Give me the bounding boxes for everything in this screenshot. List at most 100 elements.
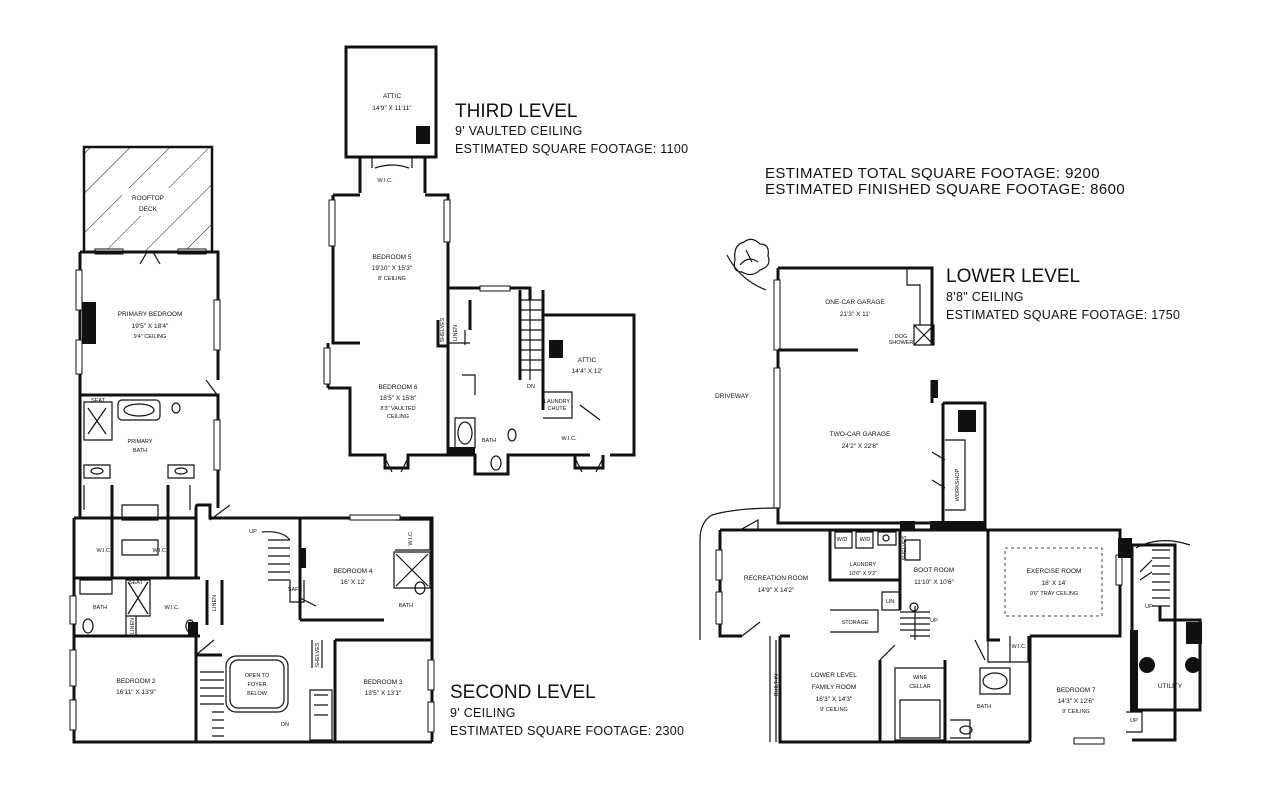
bath-bed4-label: BATH bbox=[399, 603, 413, 609]
bedroom3-dim: 13'5" X 13'1" bbox=[365, 690, 402, 697]
second-level-title: SECOND LEVEL bbox=[450, 682, 596, 703]
family-room-dim: 16'3" X 14'3" bbox=[816, 696, 853, 703]
up-lower-label-1: UP bbox=[930, 618, 938, 624]
attic-top-dim: 14'9" X 11'11" bbox=[372, 105, 412, 112]
attic-right-label: ATTIC bbox=[578, 357, 597, 364]
bath-2a-label: BATH bbox=[93, 605, 107, 611]
seat-label-2: SEAT bbox=[129, 580, 144, 586]
wine-cellar-label-2: CELLAR bbox=[909, 684, 930, 690]
primary-bedroom-dim: 19'5" X 18'4" bbox=[132, 323, 169, 330]
wic-third-label: W.I.C. bbox=[562, 436, 577, 442]
exercise-room-ceiling: 9'6" TRAY CEILING bbox=[1030, 591, 1078, 597]
recreation-room-dim: 14'9" X 14'2" bbox=[758, 587, 795, 594]
wic-lower-label: W.I.C. bbox=[1012, 644, 1027, 650]
driveway-label: DRIVEWAY bbox=[715, 393, 750, 400]
safe-label: SAFE bbox=[288, 587, 303, 593]
family-room-ceiling: 9' CEILING bbox=[820, 707, 848, 713]
family-room-label-2: FAMILY ROOM bbox=[812, 684, 857, 691]
primary-bedroom-ceiling: 9'4" CEILING bbox=[134, 334, 167, 340]
second-level-plan bbox=[69, 145, 435, 744]
linen-third-label: LINEN bbox=[453, 325, 459, 341]
laundry-dim: 10'6" X 9'2" bbox=[849, 571, 877, 577]
bedroom5-label: BEDROOM 5 bbox=[372, 254, 411, 261]
rooftop-label: ROOFTOP bbox=[132, 195, 164, 202]
storage-label: STORAGE bbox=[842, 620, 869, 626]
attic-top-label: ATTIC bbox=[383, 93, 402, 100]
shelves-lower-label: SHELVES bbox=[902, 535, 908, 560]
up-lower-label-2: UP bbox=[1145, 604, 1153, 610]
finished-square-footage: ESTIMATED FINISHED SQUARE FOOTAGE: 8600 bbox=[765, 181, 1125, 198]
bedroom5-ceiling: 8' CEILING bbox=[378, 276, 406, 282]
bedroom3-label: BEDROOM 3 bbox=[363, 679, 402, 686]
third-level-plan bbox=[323, 45, 636, 476]
wic-b-label: W.I.C. bbox=[153, 548, 168, 554]
rooftop-label-group: ROOFTOP DECK bbox=[122, 188, 174, 216]
open-foyer-label-2: FOYER bbox=[248, 682, 267, 688]
bedroom5-dim: 19'10" X 15'3" bbox=[372, 265, 413, 272]
bedroom2-dim: 16'11" X 13'9" bbox=[116, 689, 157, 696]
dog-shower-label-2: SHOWER bbox=[889, 340, 914, 346]
attic-right-dim: 14'4" X 12' bbox=[572, 368, 603, 375]
wic-top-label: W.I.C. bbox=[378, 178, 393, 184]
wic-c-label: W.I.C. bbox=[165, 605, 180, 611]
bedroom4-dim: 16' X 12' bbox=[341, 579, 366, 586]
bath-lower-label: BATH bbox=[977, 704, 991, 710]
bedroom4-label: BEDROOM 4 bbox=[333, 568, 372, 575]
shelves-second-label: SHELVES bbox=[315, 642, 321, 667]
primary-bath-label: PRIMARY bbox=[128, 439, 153, 445]
primary-bedroom-label: PRIMARY BEDROOM bbox=[118, 311, 183, 318]
dn-third-label: DN bbox=[527, 384, 535, 390]
exercise-room-label: EXERCISE ROOM bbox=[1027, 568, 1082, 575]
bedroom6-ceiling: 8'3" VAULTED bbox=[380, 406, 415, 412]
second-level-sqft: ESTIMATED SQUARE FOOTAGE: 2300 bbox=[450, 724, 684, 738]
total-square-footage: ESTIMATED TOTAL SQUARE FOOTAGE: 9200 bbox=[765, 165, 1100, 182]
linen-2a-label: LINEN bbox=[130, 618, 136, 634]
one-car-garage-dim: 21'3" X 11' bbox=[840, 311, 870, 318]
wd-label-1: W/D bbox=[837, 537, 848, 543]
rooftop-label-2: DECK bbox=[139, 206, 158, 213]
bedroom7-ceiling: 9' CEILING bbox=[1062, 709, 1090, 715]
up-second-label: UP bbox=[249, 529, 257, 535]
bedroom7-label: BEDROOM 7 bbox=[1056, 687, 1095, 694]
one-car-garage-label: ONE-CAR GARAGE bbox=[825, 299, 885, 306]
lower-level-title: LOWER LEVEL bbox=[946, 266, 1080, 287]
bedroom6-label: BEDROOM 6 bbox=[378, 384, 417, 391]
laundry-chute-label-2: CHUTE bbox=[548, 406, 567, 412]
family-room-label: LOWER LEVEL bbox=[811, 672, 857, 679]
third-level-ceiling: 9' VAULTED CEILING bbox=[455, 124, 583, 138]
seat-label-1: SEAT bbox=[91, 398, 106, 404]
third-level-sqft: ESTIMATED SQUARE FOOTAGE: 1100 bbox=[455, 142, 688, 156]
exercise-room-dim: 18' X 14' bbox=[1042, 580, 1067, 587]
bedroom2-label: BEDROOM 2 bbox=[116, 678, 155, 685]
up-lower-label-3: UP bbox=[1130, 718, 1138, 724]
primary-bath-label-2: BATH bbox=[133, 448, 147, 454]
laundry-label: LAUNDRY bbox=[850, 562, 877, 568]
two-car-garage-dim: 24'2" X 22'8" bbox=[842, 443, 879, 450]
wd-label-2: W/D bbox=[860, 537, 871, 543]
open-foyer-label: OPEN TO bbox=[245, 673, 270, 679]
wic-a-label: W.I.C. bbox=[97, 548, 112, 554]
built-in-label: BUILT-IN bbox=[774, 674, 780, 696]
dog-shower-label: DOG bbox=[895, 334, 908, 340]
lin-lower-label: LIN bbox=[886, 599, 895, 605]
bedroom7-dim: 14'3" X 12'6" bbox=[1058, 698, 1095, 705]
bath-third-label: BATH bbox=[482, 438, 496, 444]
open-foyer-label-3: BELOW bbox=[247, 691, 268, 697]
two-car-garage-label: TWO-CAR GARAGE bbox=[830, 431, 891, 438]
lower-level-sqft: ESTIMATED SQUARE FOOTAGE: 1750 bbox=[946, 308, 1180, 322]
second-level-ceiling: 9' CEILING bbox=[450, 706, 516, 720]
lower-level-ceiling: 8'8" CEILING bbox=[946, 290, 1024, 304]
utility-label: UTILITY bbox=[1158, 683, 1183, 690]
wic-bed4-label: W.I.C. bbox=[408, 530, 414, 545]
workshop-label: WORKSHOP bbox=[955, 468, 961, 501]
boot-room-dim: 11'10" X 10'6" bbox=[914, 579, 955, 586]
wine-cellar-label: WINE bbox=[913, 675, 928, 681]
third-level-title: THIRD LEVEL bbox=[455, 101, 577, 122]
recreation-room-label: RECREATION ROOM bbox=[744, 575, 808, 582]
linen-2b-label: LINEN bbox=[212, 595, 218, 611]
dn-second-label: DN bbox=[281, 722, 289, 728]
lower-level-plan bbox=[699, 238, 1202, 745]
bedroom6-ceiling-2: CEILING bbox=[387, 414, 409, 420]
laundry-chute-label: LAUNDRY bbox=[544, 399, 571, 405]
